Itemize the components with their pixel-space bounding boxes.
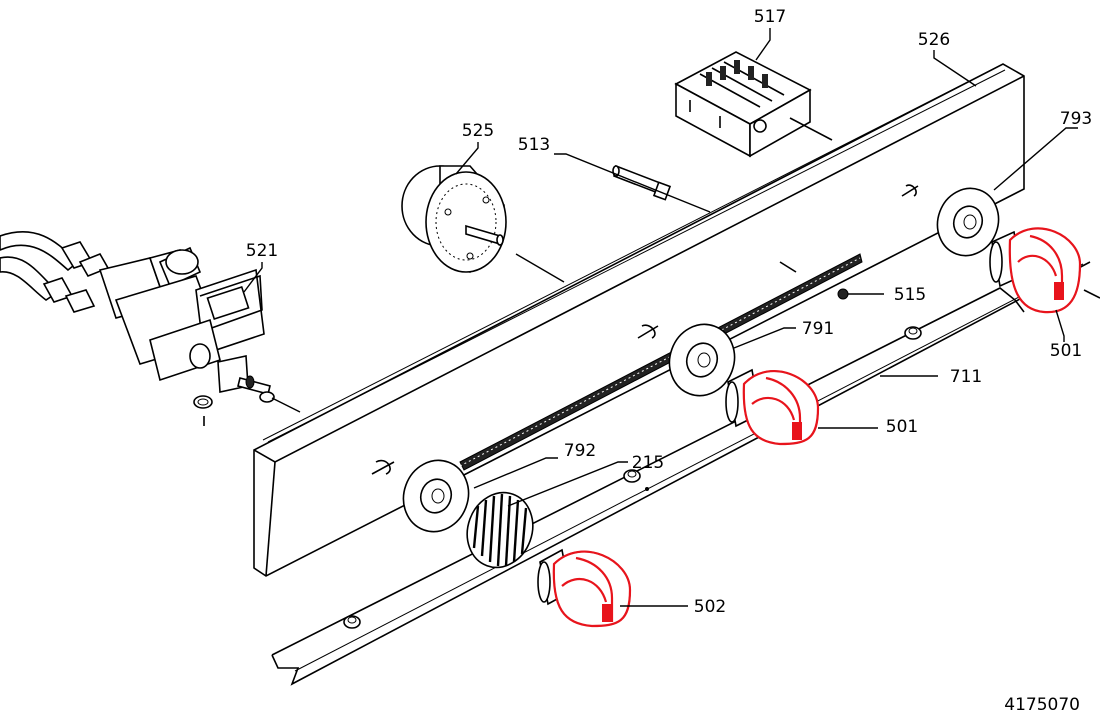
callout-215: 215 [632,453,664,473]
callout-791: 791 [802,319,834,339]
drawing-number: 4175070 [1004,695,1080,715]
washer-793 [936,187,1000,257]
control-panel-526 [253,63,1025,577]
gas-valve-521 [0,230,275,426]
callout-793: 793 [1060,109,1092,129]
trim-strip-711 [271,261,1091,686]
callout-792: 792 [564,441,596,461]
panel-clip-right [901,184,919,197]
knob-502-left [537,548,632,628]
knob-501-right [989,227,1100,314]
callout-517: 517 [754,7,786,27]
knob-spacer-215 [466,491,534,569]
leader-lines [243,28,1078,607]
callout-513: 513 [518,135,550,155]
washer-791 [668,323,736,397]
callout-502: 502 [694,597,726,617]
strip-nut-left [343,615,361,629]
spark-pin-513 [612,164,672,201]
panel-clip-left [371,459,395,475]
timer-525 [401,165,507,274]
knob-501-middle [725,368,820,446]
callout-501-right: 501 [1050,341,1082,361]
callout-501-middle: 501 [886,417,918,437]
callout-526: 526 [918,30,950,50]
washer-792 [402,459,470,533]
callout-521: 521 [246,241,278,261]
rotary-switch-517 [674,51,833,158]
strip-nut-mid [623,469,649,491]
strip-nut-right [904,326,922,340]
callout-711: 711 [950,367,982,387]
callout-labels: 517 526 525 513 793 521 515 791 501 711 … [246,7,1092,715]
panel-clip-mid [637,324,659,339]
callout-525: 525 [462,121,494,141]
callout-515: 515 [894,285,926,305]
